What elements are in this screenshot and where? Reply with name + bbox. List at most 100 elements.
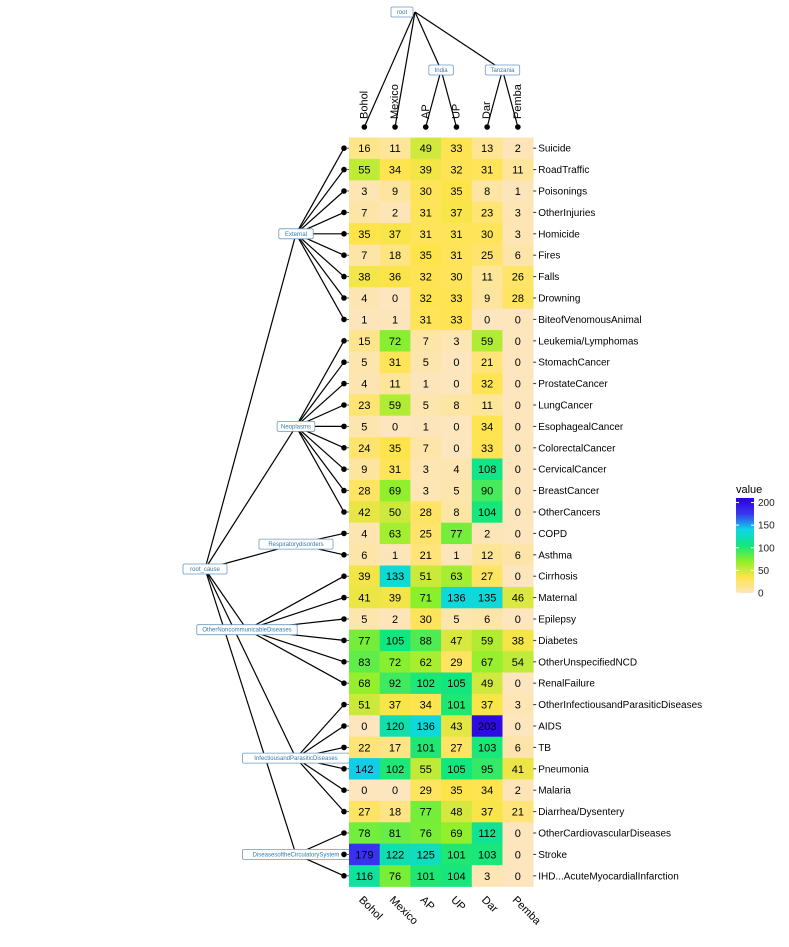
cell-value-prostatecancer-pemba: 0: [515, 379, 521, 391]
cell-otherinjuries-dar: [471, 201, 503, 224]
cell-value-poisonings-dar: 8: [484, 186, 490, 198]
cell-leukemia-lymphomas-bohol: [349, 330, 381, 352]
row-leaf-falls: [341, 273, 347, 280]
cell-cirrhosis-pemba: [502, 565, 534, 588]
row-label-stomachcancer: StomachCancer: [538, 358, 610, 369]
cell-value-homicide-ap: 31: [420, 229, 432, 241]
cell-value-esophagealcancer-mexico: 0: [392, 421, 398, 433]
cell-prostatecancer-ap: [410, 372, 442, 395]
row-label-colorectalcancer: ColorectalCancer: [538, 443, 616, 454]
legend-tick-label-100: 100: [758, 543, 775, 554]
cell-stroke-dar: [471, 843, 503, 866]
cell-value-prostatecancer-bohol: 4: [361, 379, 367, 391]
cell-value-cirrhosis-bohol: 39: [358, 571, 370, 583]
cell-tb-ap: [410, 736, 442, 759]
column-tree-edge: [363, 11, 416, 128]
cell-value-stroke-up: 101: [447, 849, 465, 861]
cell-value-biteofvenomousanimal-dar: 0: [484, 314, 490, 326]
column-label-bohol: Bohol: [356, 894, 384, 922]
cell-renalfailure-ap: [410, 672, 442, 695]
cell-value-aids-mexico: 120: [386, 721, 404, 733]
cell-breastcancer-pemba: [502, 479, 534, 502]
cell-value-cervicalcancer-pemba: 0: [515, 464, 521, 476]
cell-ihd-acutemyocardialinfarction-up: [441, 865, 473, 887]
cell-tb-pemba: [502, 736, 534, 759]
cell-value-copd-ap: 25: [420, 528, 432, 540]
cell-value-poisonings-up: 35: [450, 186, 462, 198]
column-root-box: [390, 6, 414, 18]
cell-value-otherinjuries-dar: 23: [481, 207, 493, 219]
cell-pneumonia-bohol: [349, 758, 381, 780]
cell-roadtraffic-mexico: [379, 158, 411, 181]
cell-value-colorectalcancer-up: 0: [453, 443, 459, 455]
row-leaf-suicide: [341, 145, 347, 151]
cell-value-diabetes-bohol: 77: [358, 635, 370, 647]
cell-colorectalcancer-pemba: [502, 437, 534, 459]
column-top-label-mexico: Mexico: [389, 84, 401, 119]
cell-value-cirrhosis-up: 63: [450, 571, 462, 583]
cell-copd-ap: [410, 522, 442, 545]
cell-value-renalfailure-up: 105: [447, 678, 465, 690]
cell-otherinjuries-bohol: [349, 201, 381, 224]
cell-value-cirrhosis-ap: 51: [420, 571, 432, 583]
row-group-respiratorydisorders-label: Respiratorydisorders: [268, 542, 323, 548]
cell-leukemia-lymphomas-pemba: [502, 330, 534, 352]
cell-value-poisonings-ap: 30: [420, 186, 432, 198]
cell-value-tb-bohol: 22: [358, 742, 370, 754]
column-group-tanzania-label: Tanzania: [490, 68, 515, 74]
row-group-neoplasms-label: Neoplasms: [281, 424, 311, 430]
cell-drowning-up: [441, 287, 473, 310]
row-tree-edge: [204, 568, 297, 855]
row-label-suicide: Suicide: [538, 144, 571, 155]
cell-value-ihd-acutemyocardialinfarction-mexico: 76: [389, 871, 401, 883]
cell-value-renalfailure-bohol: 68: [358, 678, 370, 690]
cell-colorectalcancer-dar: [471, 437, 503, 459]
row-labels: SuicideRoadTrafficPoisoningsOtherInjurie…: [533, 144, 702, 882]
cell-ihd-acutemyocardialinfarction-dar: [471, 865, 503, 887]
cell-value-diabetes-dar: 59: [481, 635, 493, 647]
cell-epilepsy-bohol: [349, 608, 381, 631]
row-leaf-malaria: [341, 787, 347, 793]
cell-value-othercardiovasculardiseases-up: 69: [450, 828, 462, 840]
cell-copd-pemba: [502, 522, 534, 545]
cell-othercardiovasculardiseases-pemba: [502, 822, 534, 845]
cell-value-otherinfectiousandparasiticdiseases-ap: 34: [420, 700, 432, 712]
row-leaf-roadtraffic: [341, 166, 347, 173]
cell-lungcancer-ap: [410, 394, 442, 417]
cell-value-otherinfectiousandparasiticdiseases-dar: 37: [481, 700, 493, 712]
cell-value-esophagealcancer-pemba: 0: [515, 421, 521, 433]
cell-value-othercancers-ap: 28: [420, 507, 432, 519]
cell-otherinfectiousandparasiticdiseases-pemba: [502, 693, 534, 716]
cell-value-falls-pemba: 26: [512, 272, 524, 284]
cell-value-copd-up: 77: [450, 528, 462, 540]
cell-value-falls-mexico: 36: [389, 272, 401, 284]
cell-value-falls-dar: 11: [481, 272, 492, 284]
cell-value-otherinfectiousandparasiticdiseases-bohol: 51: [358, 700, 370, 712]
cell-pneumonia-up: [441, 758, 473, 780]
row-leaf-asthma: [341, 552, 347, 558]
row-leaf-drowning: [341, 295, 347, 301]
cell-value-ihd-acutemyocardialinfarction-bohol: 116: [356, 871, 374, 883]
cell-otherunspecifiedncd-ap: [410, 651, 442, 673]
cell-value-stroke-ap: 125: [417, 849, 435, 861]
cell-ihd-acutemyocardialinfarction-bohol: [349, 865, 381, 887]
cell-esophagealcancer-ap: [410, 415, 442, 438]
column-leaf-pemba: [515, 124, 521, 130]
cell-stroke-bohol: [349, 843, 381, 866]
cell-value-othercardiovasculardiseases-dar: 112: [478, 828, 496, 840]
cell-ihd-acutemyocardialinfarction-pemba: [502, 865, 534, 887]
row-label-epilepsy: Epilepsy: [538, 615, 576, 626]
row-label-aids: AIDS: [538, 722, 562, 733]
row-leaf-stroke: [341, 851, 347, 858]
cell-prostatecancer-mexico: [379, 372, 411, 395]
cell-value-diarrhea-dysentery-bohol: 27: [358, 807, 370, 819]
cell-value-asthma-mexico: 1: [392, 550, 398, 562]
cell-cervicalcancer-mexico: [379, 458, 411, 481]
cell-value-maternal-bohol: 41: [358, 593, 370, 605]
row-leaf-lungcancer: [341, 402, 347, 408]
cell-drowning-bohol: [349, 287, 381, 310]
cell-value-pneumonia-mexico: 102: [386, 764, 404, 776]
row-leaf-cirrhosis: [341, 573, 347, 579]
cell-fires-up: [441, 244, 473, 267]
cell-aids-dar: [471, 715, 503, 738]
